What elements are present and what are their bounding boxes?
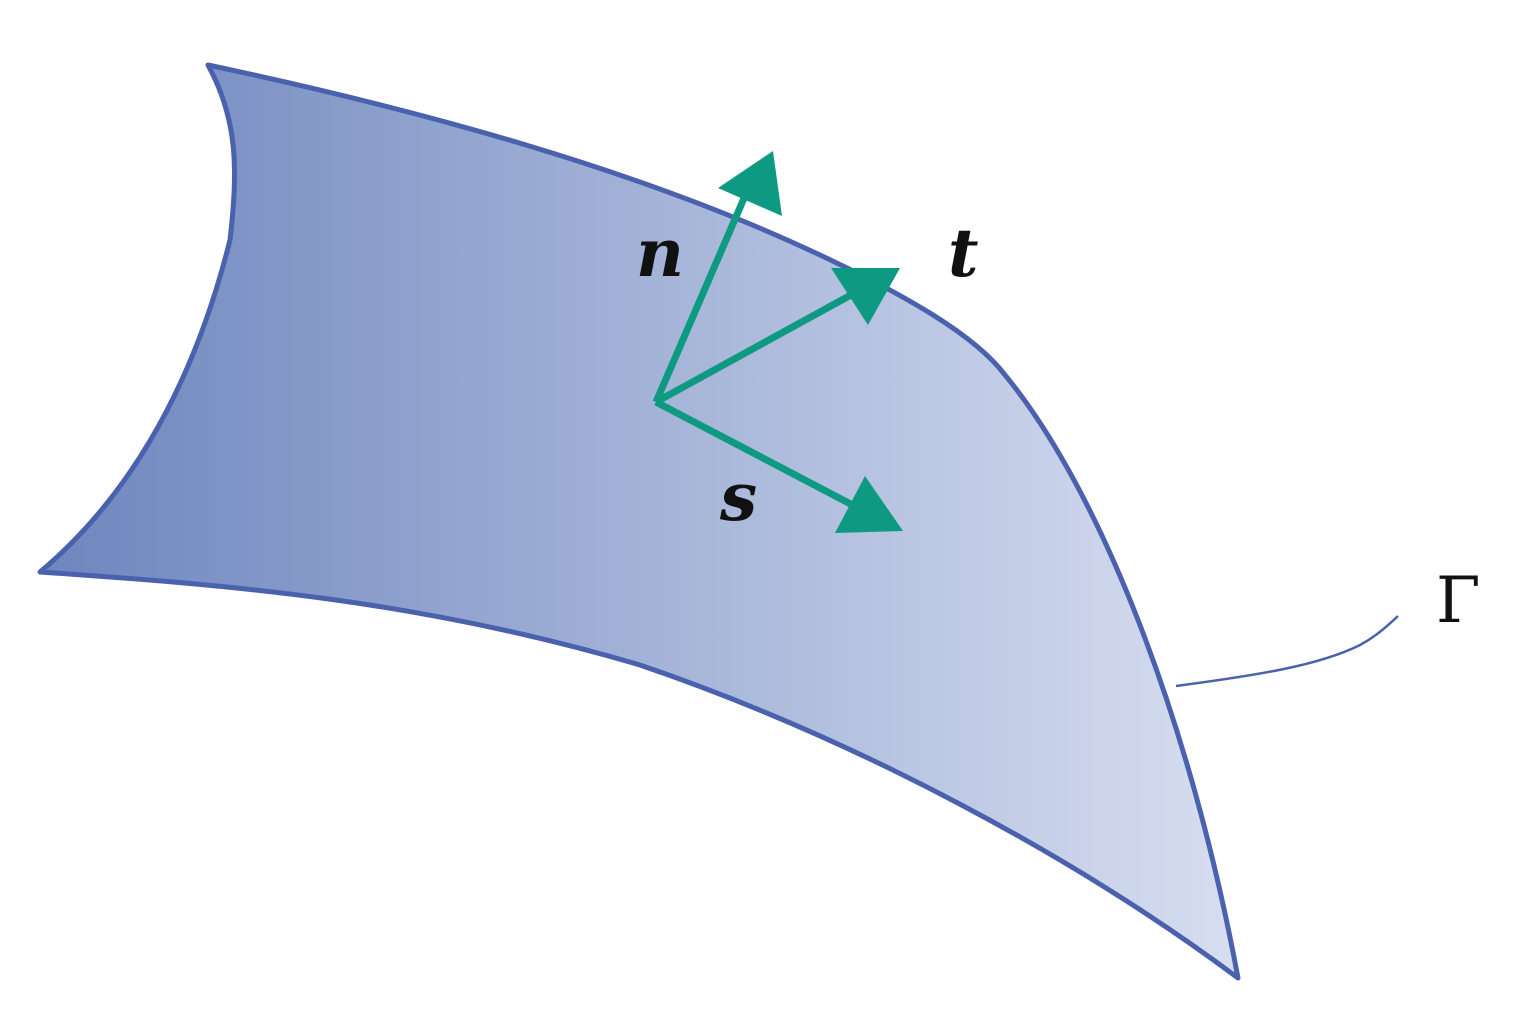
surface-leader-line — [1175, 615, 1399, 688]
normal-vector-label: n — [636, 214, 684, 292]
surface-patch — [37, 62, 1241, 981]
tangent-vector-label: t — [948, 214, 979, 292]
binormal-vector-shaft — [654, 398, 864, 514]
vector-frame — [652, 151, 903, 533]
normal-vector-shaft — [652, 194, 749, 404]
tangent-vector-arrowhead — [831, 268, 900, 325]
normal-vector-arrowhead — [718, 151, 782, 216]
binormal-vector-arrowhead — [835, 476, 903, 533]
surface-label: Γ — [1436, 564, 1480, 638]
tangent-vector-shaft — [654, 286, 862, 406]
binormal-vector-label: s — [719, 458, 757, 536]
